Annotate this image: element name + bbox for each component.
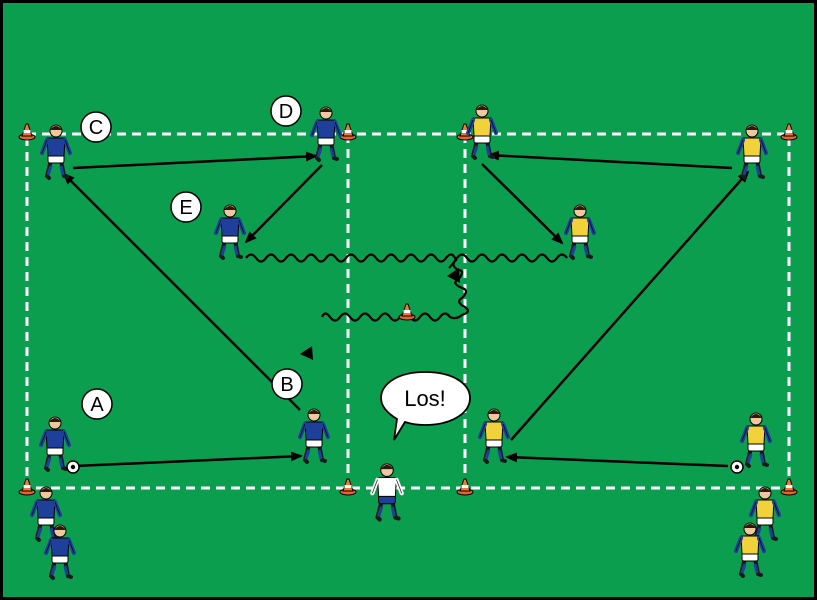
- soccer-ball-icon: [66, 460, 80, 474]
- svg-text:E: E: [179, 197, 192, 219]
- svg-text:Los!: Los!: [404, 386, 446, 411]
- svg-text:D: D: [279, 101, 293, 123]
- dribble-paths: [245, 253, 568, 322]
- pass-arrow: [487, 150, 733, 170]
- player-icon: [736, 124, 768, 180]
- cones: [18, 123, 798, 496]
- label-a: A: [81, 388, 113, 420]
- cone-icon: [18, 123, 36, 141]
- svg-text:A: A: [90, 394, 104, 416]
- cone-icon: [456, 478, 474, 496]
- pass-arrow: [505, 452, 729, 468]
- player-b: [298, 408, 330, 464]
- cone-icon: [780, 478, 798, 496]
- coach-icon: [370, 463, 404, 522]
- label-c: C: [80, 111, 112, 143]
- pass-arrow: [481, 163, 564, 245]
- dribble-path: [448, 253, 568, 269]
- speech-bubble: Los!: [380, 371, 471, 441]
- svg-text:B: B: [280, 374, 293, 396]
- player-icon: [740, 412, 772, 468]
- svg-text:C: C: [89, 117, 103, 139]
- player-c: [40, 124, 72, 180]
- pass-arrow: [244, 164, 323, 244]
- player-a: [39, 416, 71, 472]
- player-e: [214, 204, 246, 260]
- zone-lines: [25, 132, 791, 490]
- dribble-path: [245, 253, 469, 322]
- player-icon: [478, 408, 510, 464]
- soccer-ball-icon: [730, 460, 744, 474]
- cone-icon: [18, 478, 36, 496]
- player-icon: [44, 524, 76, 580]
- player-d: [310, 106, 342, 162]
- player-icon: [466, 104, 498, 160]
- cone-icon: [339, 123, 357, 141]
- player-icon: [734, 522, 766, 578]
- player-icon: [564, 204, 596, 260]
- arrow-head: [447, 268, 460, 283]
- cone-icon: [398, 303, 416, 321]
- cone-icon: [339, 478, 357, 496]
- arrow-head: [300, 346, 313, 360]
- label-d: D: [270, 95, 302, 127]
- pass-arrow: [62, 172, 301, 411]
- cone-icon: [780, 123, 798, 141]
- pass-arrow: [72, 151, 318, 170]
- pass-arrows: [62, 150, 750, 468]
- pitch: [3, 3, 814, 597]
- pass-arrow: [74, 451, 303, 468]
- pass-arrow: [510, 170, 750, 441]
- label-b: B: [271, 368, 303, 400]
- players: [30, 104, 781, 580]
- label-e: E: [170, 191, 202, 223]
